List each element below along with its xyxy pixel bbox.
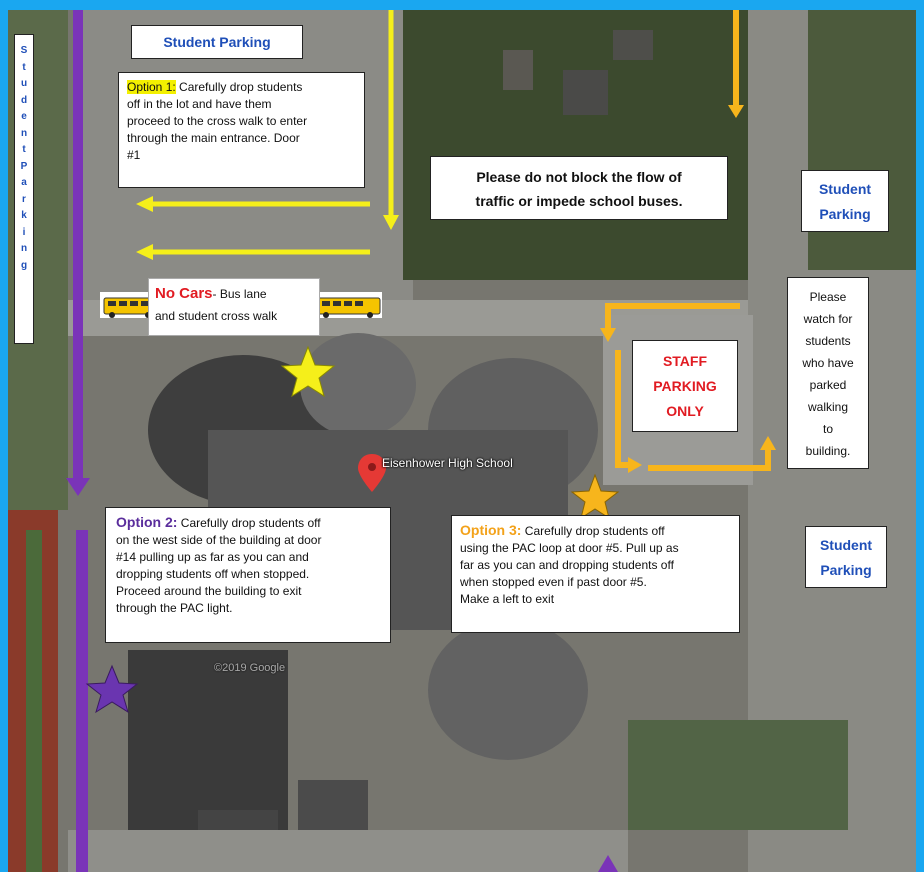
house-2 [563, 70, 608, 115]
staff-parking-line: STAFF [662, 353, 708, 369]
no-cars-label: No Cars [155, 285, 213, 302]
grass-se [628, 720, 848, 830]
vertical-letter: a [21, 177, 27, 188]
student-parking-word: Student [818, 181, 872, 197]
track-inner [26, 530, 42, 872]
vertical-letter: d [20, 94, 28, 106]
house-3 [613, 30, 653, 60]
aerial-map: Eisenhower High School ©2019 Google S t … [8, 10, 916, 872]
watch-line: walking [807, 400, 849, 414]
watch-line: building. [805, 444, 851, 458]
option-1-text: off in the lot and have them [127, 97, 272, 111]
map-watermark: ©2019 Google [214, 662, 286, 674]
south-lot [68, 830, 628, 872]
student-parking-label-southeast: Student Parking [805, 526, 887, 588]
student-parking-vertical-label: S t u d e n t P a r k i n g [14, 34, 34, 344]
option-3-text: Make a left to exit [460, 592, 555, 606]
map-pin-icon [358, 454, 386, 492]
tree-area [403, 10, 748, 280]
no-block-line: traffic or impede school buses. [475, 193, 683, 209]
orange-arrows [600, 10, 776, 473]
option-3-box: Option 3: Carefully drop students off us… [451, 515, 740, 633]
purple-arrows [66, 10, 618, 872]
vertical-letter: e [21, 111, 27, 122]
no-block-notice: Please do not block the flow of traffic … [430, 156, 728, 220]
option-2-text: #14 pulling up as far as you can and [116, 550, 309, 564]
school-place-label: Eisenhower High School [382, 456, 513, 470]
option-2-text: through the PAC light. [116, 601, 233, 615]
staff-parking-line: PARKING [653, 378, 717, 394]
vertical-letter: u [20, 78, 28, 89]
vertical-letter: S [20, 45, 28, 56]
vertical-letter: i [22, 226, 26, 238]
watch-line: parked [809, 378, 847, 392]
star-icon [280, 345, 336, 398]
staff-parking-label: STAFF PARKING ONLY [632, 340, 738, 432]
building-south [128, 650, 288, 830]
option-2-text: dropping students off when stopped. [116, 567, 310, 581]
no-cars-text: - Bus lane [212, 287, 267, 301]
option-2-box: Option 2: Carefully drop students off on… [105, 507, 391, 643]
student-parking-word: Parking [820, 562, 872, 578]
watch-line: who have [802, 356, 854, 370]
vertical-letter: n [20, 243, 28, 254]
vertical-letter: k [21, 210, 27, 221]
option-3-text: using the PAC loop at door #5. Pull up a… [460, 541, 679, 555]
option-3-text: when stopped even if past door #5. [460, 575, 647, 589]
student-parking-label-top: Student Parking [131, 25, 303, 59]
option-1-text: through the main entrance. Door [127, 131, 300, 145]
staff-parking-line: ONLY [666, 403, 704, 419]
option-2-text: Carefully drop students off [177, 516, 321, 530]
building-center-dome [300, 333, 416, 437]
school-bus-icon [314, 292, 382, 318]
watch-line: to [822, 422, 833, 436]
no-cars-notice: No Cars- Bus lane and student cross walk [148, 278, 320, 336]
option-2-label: Option 2: [116, 514, 178, 530]
student-parking-word: Parking [819, 206, 871, 222]
vertical-letter: n [20, 127, 28, 139]
student-parking-label-east: Student Parking [801, 170, 889, 232]
option-1-box: Option 1: Carefully drop students off in… [118, 72, 365, 188]
star-icon [570, 473, 620, 520]
watch-line: watch for [803, 312, 853, 326]
watch-line: students [805, 334, 851, 348]
yellow-arrows [136, 10, 399, 260]
watch-students-notice: Please watch for students who have parke… [787, 277, 869, 469]
no-cars-text: and student cross walk [155, 309, 278, 323]
no-block-line: Please do not block the flow of [476, 169, 682, 185]
star-icon [85, 664, 139, 714]
student-parking-word: Student [819, 537, 873, 553]
vertical-letter: t [22, 144, 26, 155]
vertical-letter: P [20, 160, 28, 172]
option-1-text: Carefully drop students [175, 80, 303, 94]
option-1-text: #1 [127, 148, 141, 162]
option-3-text: Carefully drop students off [521, 524, 665, 538]
option-1-text: proceed to the cross walk to enter [127, 114, 308, 128]
vertical-letter: r [22, 193, 26, 205]
option-3-text: far as you can and dropping students off [460, 558, 674, 572]
option-1-label: Option 1: [127, 80, 176, 94]
option-3-label: Option 3: [460, 522, 522, 538]
option-2-text: Proceed around the building to exit [116, 584, 302, 598]
option-2-text: on the west side of the building at door [116, 533, 322, 547]
vertical-letter: g [20, 259, 28, 271]
house-1 [503, 50, 533, 90]
building-wing-se [428, 620, 588, 760]
watch-line: Please [809, 290, 847, 304]
vertical-letter: t [22, 61, 26, 73]
